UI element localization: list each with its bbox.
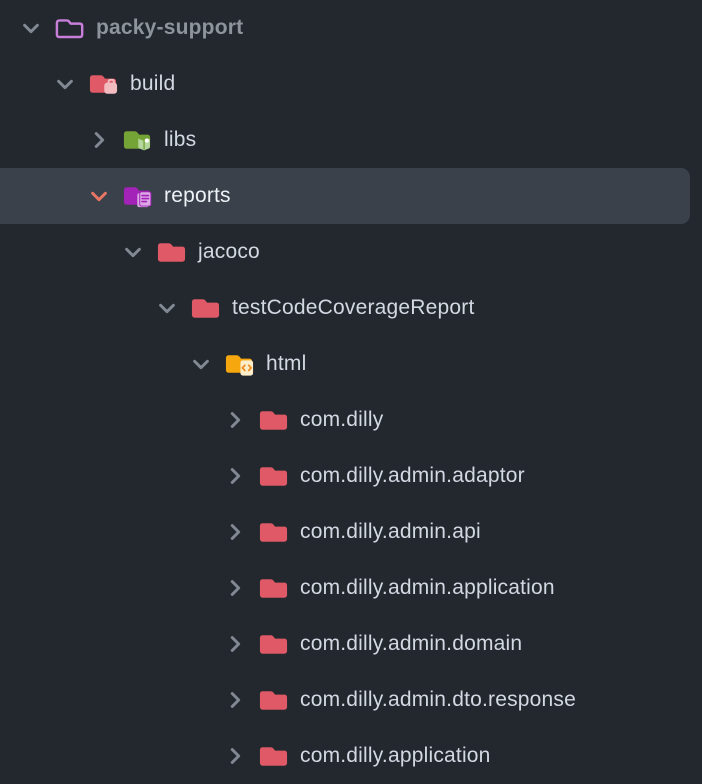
tree-row-jacoco[interactable]: jacoco bbox=[0, 224, 702, 280]
folder-icon bbox=[258, 574, 289, 602]
chevron-right-icon[interactable] bbox=[224, 689, 246, 711]
folder-icon bbox=[190, 294, 221, 322]
chevron-down-icon[interactable] bbox=[54, 73, 76, 95]
chevron-down-icon[interactable] bbox=[20, 17, 42, 39]
tree-row-com-dilly-admin-domain[interactable]: com.dilly.admin.domain bbox=[0, 616, 702, 672]
folder-icon bbox=[258, 462, 289, 490]
folder-icon bbox=[258, 518, 289, 546]
tree-row-testCodeCoverageReport[interactable]: testCodeCoverageReport bbox=[0, 280, 702, 336]
tree-item-label: com.dilly bbox=[300, 408, 384, 431]
build-folder-icon bbox=[88, 70, 119, 98]
tree-row-com-dilly-admin-adaptor[interactable]: com.dilly.admin.adaptor bbox=[0, 448, 702, 504]
tree-item-label: packy-support bbox=[96, 16, 244, 39]
tree-row-com-dilly-application[interactable]: com.dilly.application bbox=[0, 728, 702, 784]
tree-item-label: reports bbox=[164, 184, 231, 207]
tree-item-label: com.dilly.admin.domain bbox=[300, 632, 523, 655]
chevron-down-icon[interactable] bbox=[122, 241, 144, 263]
tree-item-label: com.dilly.admin.adaptor bbox=[300, 464, 525, 487]
chevron-down-icon[interactable] bbox=[156, 297, 178, 319]
libs-folder-icon bbox=[122, 126, 153, 154]
tree-item-label: jacoco bbox=[198, 240, 260, 263]
tree-row-com-dilly-admin-dto-response[interactable]: com.dilly.admin.dto.response bbox=[0, 672, 702, 728]
tree-row-build[interactable]: build bbox=[0, 56, 702, 112]
folder-icon bbox=[258, 742, 289, 770]
chevron-right-icon[interactable] bbox=[224, 633, 246, 655]
tree-item-label: com.dilly.admin.application bbox=[300, 576, 555, 599]
folder-icon bbox=[258, 406, 289, 434]
folder-icon bbox=[156, 238, 187, 266]
tree-item-label: com.dilly.admin.dto.response bbox=[300, 688, 577, 711]
chevron-right-icon[interactable] bbox=[224, 577, 246, 599]
project-folder-icon bbox=[54, 14, 85, 42]
chevron-right-icon[interactable] bbox=[88, 129, 110, 151]
tree-row-html[interactable]: html bbox=[0, 336, 702, 392]
tree-item-label: libs bbox=[164, 128, 197, 151]
tree-row-com-dilly-admin-application[interactable]: com.dilly.admin.application bbox=[0, 560, 702, 616]
tree-item-label: html bbox=[266, 352, 307, 375]
reports-folder-icon bbox=[122, 182, 153, 210]
tree-item-label: com.dilly.admin.api bbox=[300, 520, 481, 543]
tree-row-com-dilly-admin-api[interactable]: com.dilly.admin.api bbox=[0, 504, 702, 560]
tree-row-com-dilly[interactable]: com.dilly bbox=[0, 392, 702, 448]
chevron-right-icon[interactable] bbox=[224, 745, 246, 767]
tree-row-packy-support[interactable]: packy-support bbox=[0, 0, 702, 56]
tree-item-label: testCodeCoverageReport bbox=[232, 296, 475, 319]
html-folder-icon bbox=[224, 350, 255, 378]
tree-item-label: com.dilly.application bbox=[300, 744, 491, 767]
tree-row-libs[interactable]: libs bbox=[0, 112, 702, 168]
tree-item-label: build bbox=[130, 72, 176, 95]
chevron-down-icon[interactable] bbox=[190, 353, 212, 375]
chevron-right-icon[interactable] bbox=[224, 521, 246, 543]
tree-row-reports[interactable]: reports bbox=[0, 168, 690, 224]
chevron-right-icon[interactable] bbox=[224, 465, 246, 487]
chevron-right-icon[interactable] bbox=[224, 409, 246, 431]
folder-icon bbox=[258, 630, 289, 658]
chevron-down-icon[interactable] bbox=[88, 185, 110, 207]
folder-icon bbox=[258, 686, 289, 714]
